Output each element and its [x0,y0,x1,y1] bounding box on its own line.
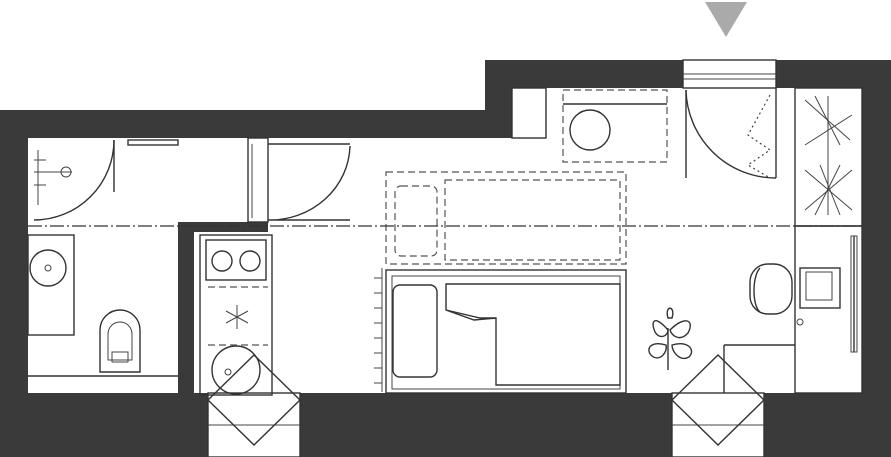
partition-wall [178,222,194,393]
bathroom-door-swing [267,145,351,221]
duvet [445,283,621,386]
exterior-wall [0,60,891,457]
door-jamb [247,137,269,223]
toilet [99,309,141,373]
window-swing-left [206,354,302,446]
fan-icon [225,305,249,329]
washbasin [27,234,75,336]
shower-fitting [34,150,72,205]
shower-door [33,139,115,221]
pillow [392,284,438,378]
bed-edge [374,268,383,392]
wardrobe-hangers [804,95,853,216]
entrance-door-swing [685,89,777,179]
kitchen-unit [199,234,273,396]
towel-rail [127,139,179,146]
laptop-icon [799,267,841,309]
washing-machine [211,345,261,395]
folding-bed-outline [385,171,627,265]
bed [385,269,627,394]
hob [205,239,267,281]
plant-icon [648,307,693,370]
table-outline [562,89,668,163]
chair-icon [749,263,793,315]
wall-pillar [511,87,547,139]
window-swing-right [670,354,766,446]
hob-icon [211,250,233,272]
desk [794,225,863,394]
partition-top [178,222,268,232]
entrance-arrow-icon [705,2,747,37]
